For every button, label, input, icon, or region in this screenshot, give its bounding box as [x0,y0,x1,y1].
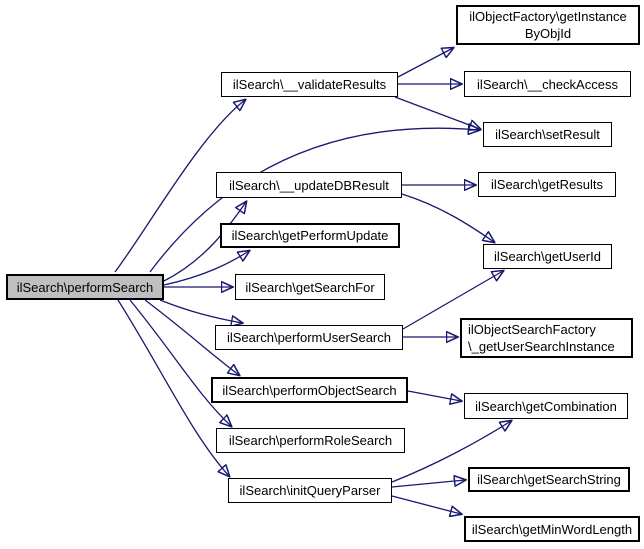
edge-validate-results--get-instance-by-obj-id [397,48,453,78]
edge-perform-search--get-perform-update [163,251,249,286]
node-perform-user-search[interactable]: ilSearch\performUserSearch [215,325,403,350]
node-get-search-string[interactable]: ilSearch\getSearchString [468,467,630,492]
node-perform-role-search[interactable]: ilSearch\performRoleSearch [216,428,405,453]
node-get-search-for[interactable]: ilSearch\getSearchFor [235,274,385,300]
edge-validate-results--set-result [394,96,480,129]
edge-perform-search--perform-role-search [129,299,231,426]
edge-perform-object-search--get-combination [407,390,461,401]
node-validate-results[interactable]: ilSearch\__validateResults [221,72,398,97]
node-check-access[interactable]: ilSearch\__checkAccess [464,71,631,97]
edge-init-query-parser--get-min-word-length [391,495,461,514]
edge-perform-search--set-result [149,128,479,273]
node-get-perform-update[interactable]: ilSearch\getPerformUpdate [220,223,400,248]
node-perform-object-search[interactable]: ilSearch\performObjectSearch [211,377,408,403]
node-get-user-search-instance[interactable]: ilObjectSearchFactory \_getUserSearchIns… [460,318,633,358]
edge-init-query-parser--get-search-string [391,480,465,488]
node-get-combination[interactable]: ilSearch\getCombination [464,393,628,419]
edge-perform-search--perform-user-search [159,299,242,323]
node-get-min-word-length[interactable]: ilSearch\getMinWordLength [464,516,640,542]
node-get-results[interactable]: ilSearch\getResults [478,172,616,197]
edge-perform-search--update-db-result [163,202,246,282]
edge-perform-search--perform-object-search [144,299,239,375]
edge-init-query-parser--get-combination [391,421,511,483]
node-init-query-parser[interactable]: ilSearch\initQueryParser [228,478,392,503]
edge-perform-user-search--get-user-id [402,271,503,330]
edge-perform-search--validate-results [114,100,245,273]
node-get-instance-by-obj-id[interactable]: ilObjectFactory\getInstance ByObjId [456,5,640,45]
node-perform-search[interactable]: ilSearch\performSearch [6,274,164,300]
node-update-db-result[interactable]: ilSearch\__updateDBResult [216,172,402,198]
node-get-user-id[interactable]: ilSearch\getUserId [483,244,612,269]
node-set-result[interactable]: ilSearch\setResult [483,122,612,147]
edge-update-db-result--get-user-id [401,193,494,242]
edge-perform-search--init-query-parser [117,299,229,476]
